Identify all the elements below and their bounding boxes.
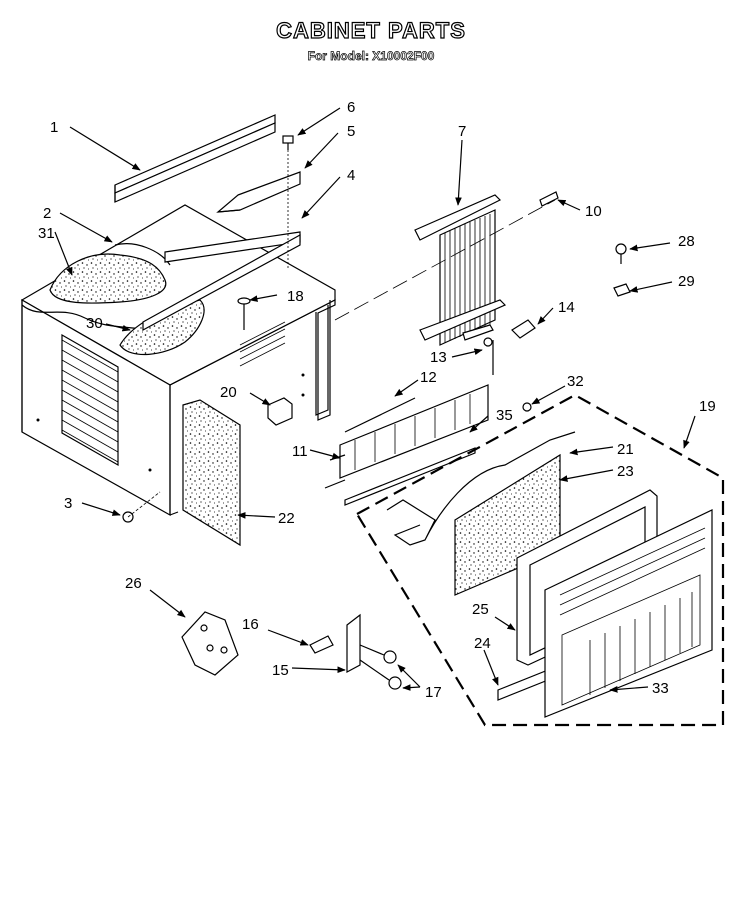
callout-1: 1 [50, 119, 58, 136]
callout-5: 5 [347, 123, 355, 140]
louver-assembly-11 [324, 384, 489, 489]
callout-31: 31 [38, 225, 55, 242]
screw-6 [282, 135, 294, 270]
condenser-coil-7 [334, 194, 556, 346]
rod-12 [344, 397, 416, 433]
callout-23: 23 [617, 463, 634, 480]
rail-5 [216, 171, 301, 213]
callout-30: 30 [86, 315, 103, 332]
callout-32: 32 [567, 373, 584, 390]
leader-lines [54, 107, 696, 693]
callout-11: 11 [292, 443, 308, 460]
screw-32 [522, 402, 532, 412]
screw-28 [615, 243, 627, 264]
front-grille-33 [544, 509, 713, 718]
heater-element-21 [386, 431, 576, 546]
part-17-caps [359, 644, 402, 690]
callout-16: 16 [242, 616, 259, 633]
bracket-26 [181, 611, 239, 676]
callout-21: 21 [617, 441, 634, 458]
callout-2: 2 [43, 205, 51, 222]
part-13-bracket [462, 324, 494, 375]
page-title: CABINET PARTS [275, 17, 466, 43]
callout-4: 4 [347, 167, 355, 184]
screw-10 [539, 191, 559, 207]
callout-19: 19 [699, 398, 716, 415]
side-louvers [61, 333, 119, 467]
callout-10: 10 [585, 203, 602, 220]
rail-4 [142, 231, 301, 332]
model-subtitle: For Model: X10002F00 [307, 49, 435, 64]
part-14-clip [511, 319, 536, 339]
callout-33: 33 [652, 680, 669, 697]
top-rail-1 [114, 114, 276, 203]
callout-25: 25 [472, 601, 489, 618]
callout-20: 20 [220, 384, 237, 401]
callout-28: 28 [678, 233, 695, 250]
bracket-20 [267, 397, 293, 426]
strip-35 [344, 447, 476, 506]
filter-panel-22 [182, 399, 241, 547]
callout-labels: 1 2 31 30 3 6 5 4 7 10 28 29 14 13 12 32… [38, 99, 716, 701]
screw-3 [122, 491, 161, 523]
callout-7: 7 [458, 123, 466, 140]
callout-18: 18 [287, 288, 304, 305]
callout-14: 14 [558, 299, 575, 316]
callout-22: 22 [278, 510, 295, 527]
callout-29: 29 [678, 273, 695, 290]
callout-12: 12 [420, 369, 437, 386]
strip-24 [497, 669, 549, 701]
part-16-connector [309, 635, 334, 654]
plug-18 [237, 297, 251, 330]
callout-24: 24 [474, 635, 491, 652]
plate-15 [346, 613, 361, 674]
callout-3: 3 [64, 495, 72, 512]
callout-13: 13 [430, 349, 447, 366]
callout-6: 6 [347, 99, 355, 116]
top-insulation-pad [49, 253, 167, 304]
callout-15: 15 [272, 662, 289, 679]
callout-26: 26 [125, 575, 142, 592]
callout-35: 35 [496, 407, 513, 424]
clip-29 [613, 283, 631, 297]
callout-17: 17 [425, 684, 442, 701]
cabinet-shell [20, 204, 336, 517]
